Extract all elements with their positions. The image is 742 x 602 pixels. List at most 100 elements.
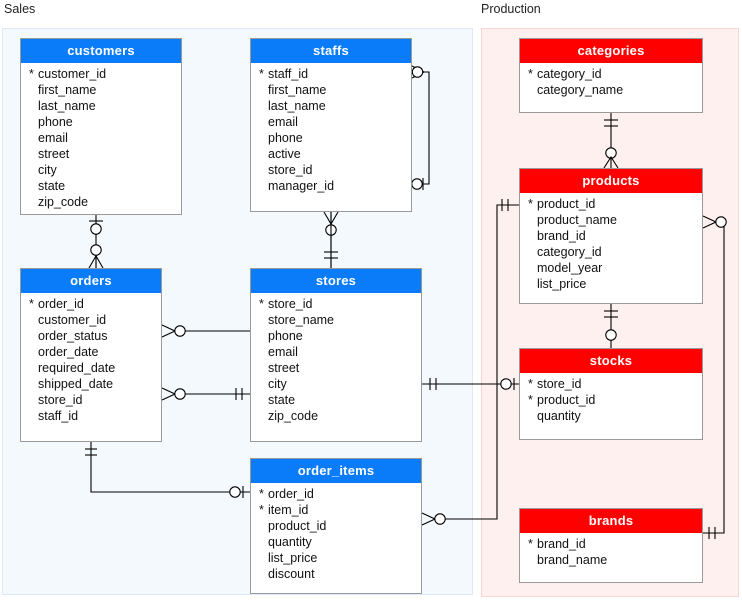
- attribute-name: order_id: [268, 487, 314, 501]
- attribute-row: discount: [251, 566, 421, 582]
- attribute-name: product_id: [537, 393, 596, 407]
- attribute-name: phone: [268, 131, 303, 145]
- attribute-name: order_date: [38, 345, 99, 359]
- schema-label-production: Production: [481, 2, 541, 16]
- attribute-name: zip_code: [268, 409, 319, 423]
- attribute-name: quantity: [268, 535, 312, 549]
- attribute-name: product_id: [537, 197, 596, 211]
- attribute-name: city: [38, 163, 57, 177]
- attribute-row-pk: *product_id: [520, 392, 702, 408]
- attribute-name: quantity: [537, 409, 581, 423]
- attribute-name: customer_id: [38, 67, 107, 81]
- attribute-name: zip_code: [38, 195, 89, 209]
- attribute-name: model_year: [537, 261, 603, 275]
- attribute-row: product_id: [251, 518, 421, 534]
- entity-header-stores: stores: [251, 269, 421, 293]
- attribute-name: store_id: [268, 163, 313, 177]
- attribute-row: customer_id: [21, 312, 161, 328]
- attribute-row: last_name: [251, 98, 411, 114]
- attribute-name: street: [38, 147, 70, 161]
- attribute-row: state: [21, 178, 181, 194]
- attribute-row: city: [21, 162, 181, 178]
- entity-header-brands: brands: [520, 509, 702, 533]
- attribute-name: last_name: [268, 99, 326, 113]
- attribute-name: state: [38, 179, 66, 193]
- entity-header-staffs: staffs: [251, 39, 411, 63]
- attribute-row: state: [251, 392, 421, 408]
- relationship-products-stocks: [604, 304, 618, 348]
- attribute-name: manager_id: [268, 179, 335, 193]
- attribute-name: email: [268, 115, 298, 129]
- attribute-name: product_name: [537, 213, 617, 227]
- attribute-row: first_name: [251, 82, 411, 98]
- attribute-row: brand_name: [520, 552, 702, 568]
- relationship-products-brands: [702, 215, 727, 539]
- attribute-row: shipped_date: [21, 376, 161, 392]
- attribute-row: manager_id: [251, 178, 411, 194]
- attribute-row-pk: * order_id: [251, 486, 421, 502]
- relationship-customers-orders: [88, 215, 104, 269]
- attribute-row: store_id: [21, 392, 161, 408]
- attribute-row: list_price: [520, 276, 702, 292]
- attribute-name: phone: [38, 115, 73, 129]
- attribute-name: phone: [268, 329, 303, 343]
- attribute-row-pk: *staff_id: [251, 66, 411, 82]
- attribute-row: quantity: [251, 534, 421, 550]
- entity-header-orders: orders: [21, 269, 161, 293]
- attribute-name: brand_name: [537, 553, 608, 567]
- attribute-name: list_price: [268, 551, 318, 565]
- attribute-row-pk: *item_id: [251, 502, 421, 518]
- attribute-name: list_price: [537, 277, 587, 291]
- attribute-name: category_id: [537, 245, 602, 259]
- schema-label-sales: Sales: [4, 2, 36, 16]
- attribute-name: required_date: [38, 361, 116, 375]
- relationship-orders-order_items: [85, 442, 250, 498]
- attribute-row-pk: *category_id: [520, 66, 702, 82]
- attribute-row: list_price: [251, 550, 421, 566]
- attribute-name: city: [268, 377, 287, 391]
- attribute-row: email: [251, 344, 421, 360]
- attribute-name: store_id: [268, 297, 313, 311]
- attribute-row: email: [251, 114, 411, 130]
- attribute-row: category_name: [520, 82, 702, 98]
- attribute-name: street: [268, 361, 300, 375]
- attribute-name: store_id: [537, 377, 582, 391]
- attribute-row: model_year: [520, 260, 702, 276]
- attribute-row: brand_id: [520, 228, 702, 244]
- attribute-name: customer_id: [38, 313, 107, 327]
- attribute-name: category_name: [537, 83, 624, 97]
- attribute-row: street: [251, 360, 421, 376]
- primary-key-marker: *: [259, 487, 264, 501]
- attribute-name: discount: [268, 567, 315, 581]
- attribute-row: active: [251, 146, 411, 162]
- attribute-row: phone: [251, 130, 411, 146]
- primary-key-marker: *: [528, 377, 533, 391]
- attribute-name: email: [38, 131, 68, 145]
- attribute-name: shipped_date: [38, 377, 114, 391]
- attribute-row: zip_code: [251, 408, 421, 424]
- primary-key-marker: *: [259, 503, 264, 517]
- attribute-row: zip_code: [21, 194, 181, 210]
- entity-header-order-items: order_items: [251, 459, 421, 483]
- attribute-name: first_name: [268, 83, 327, 97]
- primary-key-marker: *: [259, 67, 264, 81]
- relationship-orders-stores: [161, 387, 250, 401]
- attribute-name: store_name: [268, 313, 335, 327]
- attribute-row-pk: *order_id: [21, 296, 161, 312]
- attribute-row: first_name: [21, 82, 181, 98]
